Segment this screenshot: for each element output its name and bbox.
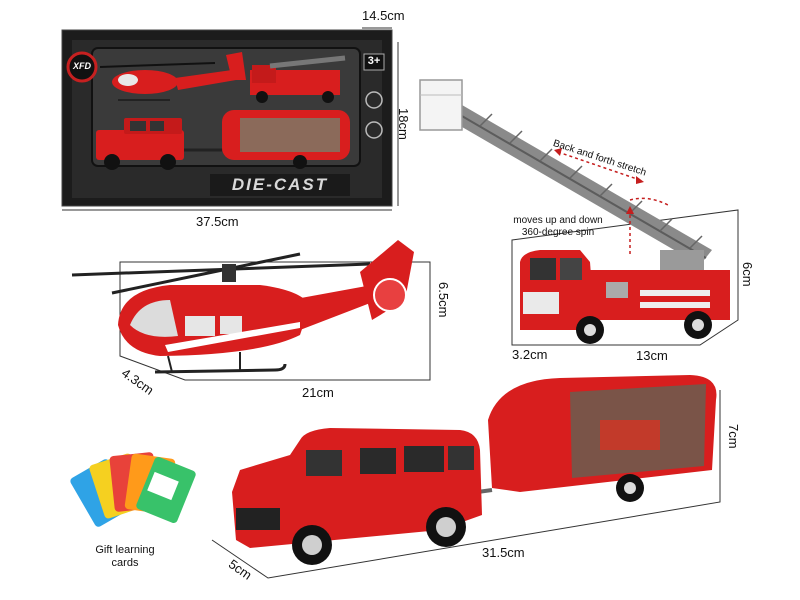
helicopter-length-label: 21cm [302,385,334,400]
fire-truck-length-label: 13cm [636,348,668,363]
suv-trailer-model [211,375,721,579]
cards-caption-line2: cards [111,557,139,569]
fire-truck-model [419,79,739,346]
learning-cards [70,452,196,527]
package-title: DIE-CAST [231,175,329,194]
box-trailer [184,110,350,169]
fire-truck-height-label: 6cm [740,262,755,287]
feature-spin-label: 360-degree spin [521,227,595,238]
box-helicopter [99,52,246,101]
package-height-label: 18cm [396,108,411,140]
age-badge: 3+ [367,55,381,67]
helicopter-height-label: 6.5cm [436,282,451,318]
cards-caption-line1: Gift learning [95,544,155,556]
feature-lift-label: moves up and down [513,215,603,226]
package-depth-label: 14.5cm [362,8,405,23]
suv-trailer-length-label: 31.5cm [482,545,525,560]
package-box [61,29,393,207]
fire-truck-depth-label: 3.2cm [512,347,548,362]
package-width-label: 37.5cm [196,214,239,229]
box-fire-truck [250,55,346,103]
suv-trailer-height-label: 7cm [726,424,741,449]
brand-logo: XFD [73,61,91,71]
box-suv [96,118,184,170]
package-dimension-lines [62,27,399,211]
helicopter-model [71,240,431,381]
